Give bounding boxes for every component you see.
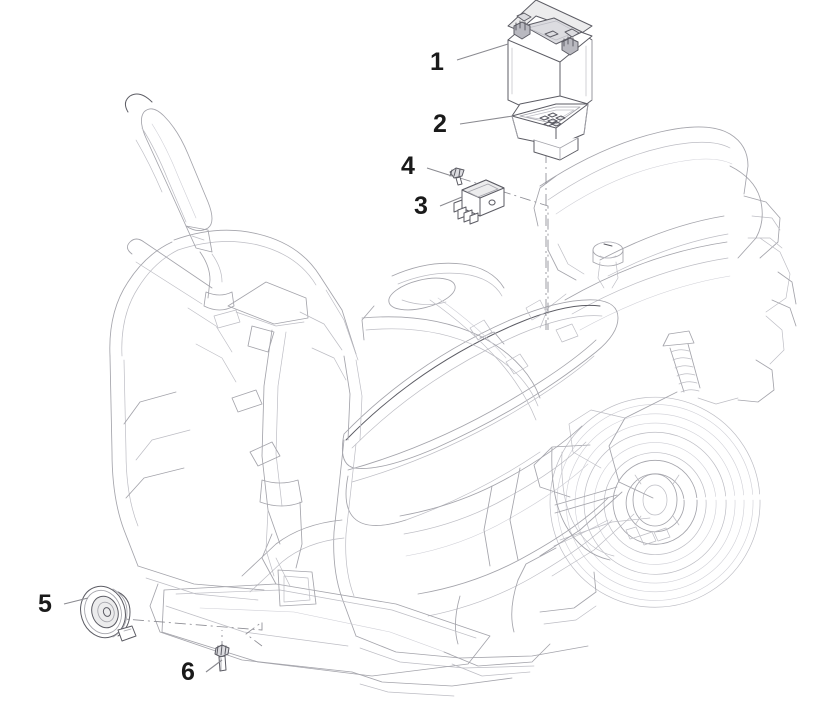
callout-label-4: 4 (401, 152, 415, 180)
fuel-cap (592, 241, 624, 289)
callout-label-1: 1 (430, 48, 444, 76)
rear-wheel (549, 396, 761, 608)
center-bodywork (241, 425, 635, 669)
battery-terminal-positive (561, 28, 580, 56)
leader-2 (459, 115, 514, 125)
wiring-and-brackets (429, 243, 585, 421)
leader-5 (63, 597, 89, 605)
part-battery (507, 0, 593, 125)
callout-label-6: 6 (181, 658, 195, 686)
callout-leaders (63, 43, 514, 673)
seat (341, 299, 619, 526)
callout-numbers: 1 2 3 4 5 6 (38, 48, 447, 686)
rear-suspension (517, 330, 701, 581)
handlebar-and-mirror (124, 93, 309, 353)
part-relay (453, 179, 505, 225)
leader-3 (439, 196, 463, 207)
front-fork (213, 309, 317, 607)
battery-terminal-negative (513, 12, 532, 40)
front-shield (109, 229, 359, 601)
rear-bodywork (533, 126, 797, 405)
callout-label-2: 2 (433, 110, 447, 138)
engine-cover (483, 447, 615, 567)
underseat-storage (361, 262, 541, 407)
leader-6 (205, 659, 223, 673)
callout-label-5: 5 (38, 590, 52, 618)
front-panel-detail (187, 307, 363, 441)
part-screw (449, 167, 465, 186)
floorboard (149, 533, 597, 697)
part-horn (80, 585, 137, 642)
tray-drain-holes (539, 112, 566, 127)
leader-4 (426, 167, 453, 177)
assembly-centerlines (111, 88, 549, 652)
relay-pins (453, 199, 479, 225)
part-horn-bolt (214, 644, 230, 672)
part-battery-tray (511, 95, 589, 161)
callout-label-3: 3 (414, 192, 428, 220)
motor-scooter-wireframe (109, 93, 797, 697)
leader-1 (456, 43, 509, 61)
